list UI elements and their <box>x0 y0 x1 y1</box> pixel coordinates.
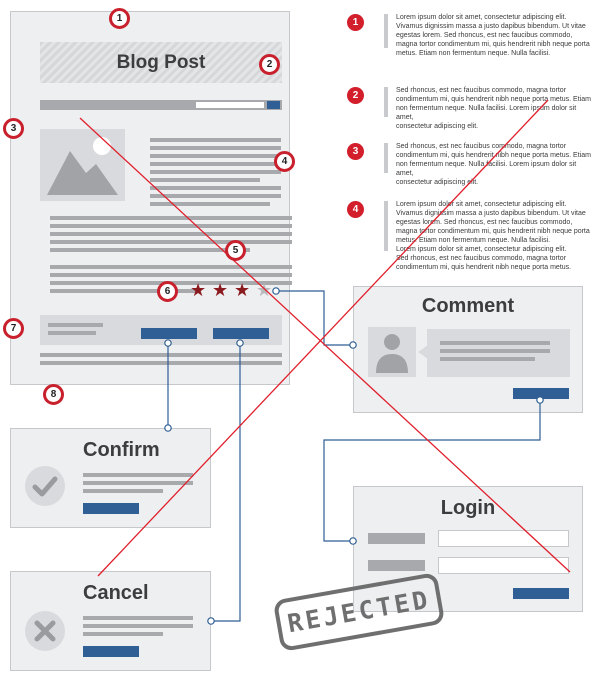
legend-text: Lorem ipsum dolor sit amet, consectetur … <box>396 14 590 57</box>
text-line <box>50 265 292 269</box>
legend-number-badge: 4 <box>347 201 364 218</box>
password-input[interactable] <box>438 557 569 574</box>
text-line <box>50 289 200 293</box>
username-label <box>368 533 425 544</box>
blog-title: Blog Post <box>116 52 206 73</box>
search-input[interactable] <box>196 102 264 108</box>
marker-pin-5: 5 <box>225 240 246 261</box>
star-filled-icon[interactable]: ★ <box>190 280 207 301</box>
rejection-cross-line <box>97 99 549 577</box>
login-button[interactable] <box>513 588 569 599</box>
confirm-line <box>83 473 193 477</box>
search-button[interactable] <box>267 101 280 109</box>
text-line <box>150 138 281 142</box>
star-filled-icon[interactable]: ★ <box>234 280 251 301</box>
text-line <box>50 248 250 252</box>
image-placeholder <box>40 129 125 201</box>
footer-button-confirm[interactable] <box>141 328 197 339</box>
cancel-line <box>83 624 193 628</box>
confirm-panel: Confirm <box>10 428 211 528</box>
legend-number-badge: 1 <box>347 14 364 31</box>
comment-line <box>440 357 535 361</box>
star-filled-icon[interactable]: ★ <box>212 280 229 301</box>
comment-line <box>440 349 550 353</box>
legend-number-badge: 3 <box>347 143 364 160</box>
image-icon <box>47 137 118 195</box>
user-avatar-icon <box>368 327 416 377</box>
speech-pointer <box>418 345 428 359</box>
cancel-title: Cancel <box>83 582 149 604</box>
cancel-line <box>83 632 163 636</box>
text-line <box>150 202 270 206</box>
password-label <box>368 560 425 571</box>
confirm-line <box>83 489 163 493</box>
text-line <box>150 186 281 190</box>
rejection-cross-line <box>79 117 571 573</box>
x-icon <box>25 611 65 651</box>
text-line <box>150 170 281 174</box>
confirm-line <box>83 481 193 485</box>
cancel-line <box>83 616 193 620</box>
legend-number-badge: 2 <box>347 87 364 104</box>
cancel-panel: Cancel <box>10 571 211 671</box>
text-line <box>50 216 292 220</box>
text-line <box>50 232 292 236</box>
blog-header-banner: Blog Post <box>40 42 282 83</box>
login-title: Login <box>440 497 496 519</box>
search-bar <box>40 100 282 110</box>
star-empty-icon[interactable]: ★ <box>256 280 273 301</box>
legend-divider <box>384 87 388 117</box>
confirm-button[interactable] <box>83 503 139 514</box>
comment-box[interactable] <box>418 329 570 377</box>
text-line <box>150 162 281 166</box>
connector-rating-comment <box>276 290 353 346</box>
text-line <box>150 194 281 198</box>
marker-pin-8: 8 <box>43 384 64 405</box>
cancel-button[interactable] <box>83 646 139 657</box>
text-line <box>150 178 260 182</box>
marker-pin-3: 3 <box>3 118 24 139</box>
checkmark-icon <box>25 466 65 506</box>
comment-title: Comment <box>421 295 515 317</box>
footer-text-line <box>48 331 96 335</box>
text-line <box>150 146 281 150</box>
text-line <box>50 240 292 244</box>
connector-comment-login <box>323 400 541 542</box>
footer-text-line <box>48 323 103 327</box>
comment-panel: Comment <box>353 286 583 413</box>
confirm-title: Confirm <box>83 439 160 461</box>
marker-pin-7: 7 <box>3 318 24 339</box>
legend-divider <box>384 14 388 48</box>
legend-text: Sed rhoncus, est nec faucibus commodo, m… <box>396 143 591 186</box>
legend-divider <box>384 201 388 251</box>
marker-pin-6: 6 <box>157 281 178 302</box>
text-line <box>150 154 281 158</box>
footer-button-cancel[interactable] <box>213 328 269 339</box>
bottom-line <box>40 353 282 357</box>
comment-submit-button[interactable] <box>513 388 569 399</box>
legend-divider <box>384 143 388 173</box>
marker-pin-4: 4 <box>274 151 295 172</box>
username-input[interactable] <box>438 530 569 547</box>
connector-cancel <box>211 343 241 622</box>
comment-line <box>440 341 550 345</box>
blog-post-panel: Blog Post <box>10 11 292 385</box>
marker-pin-1: 1 <box>109 8 130 29</box>
text-line <box>50 224 292 228</box>
marker-pin-2: 2 <box>259 54 280 75</box>
text-line <box>50 273 292 277</box>
bottom-line <box>40 361 282 365</box>
legend-text: Sed rhoncus, est nec faucibus commodo, m… <box>396 87 591 130</box>
